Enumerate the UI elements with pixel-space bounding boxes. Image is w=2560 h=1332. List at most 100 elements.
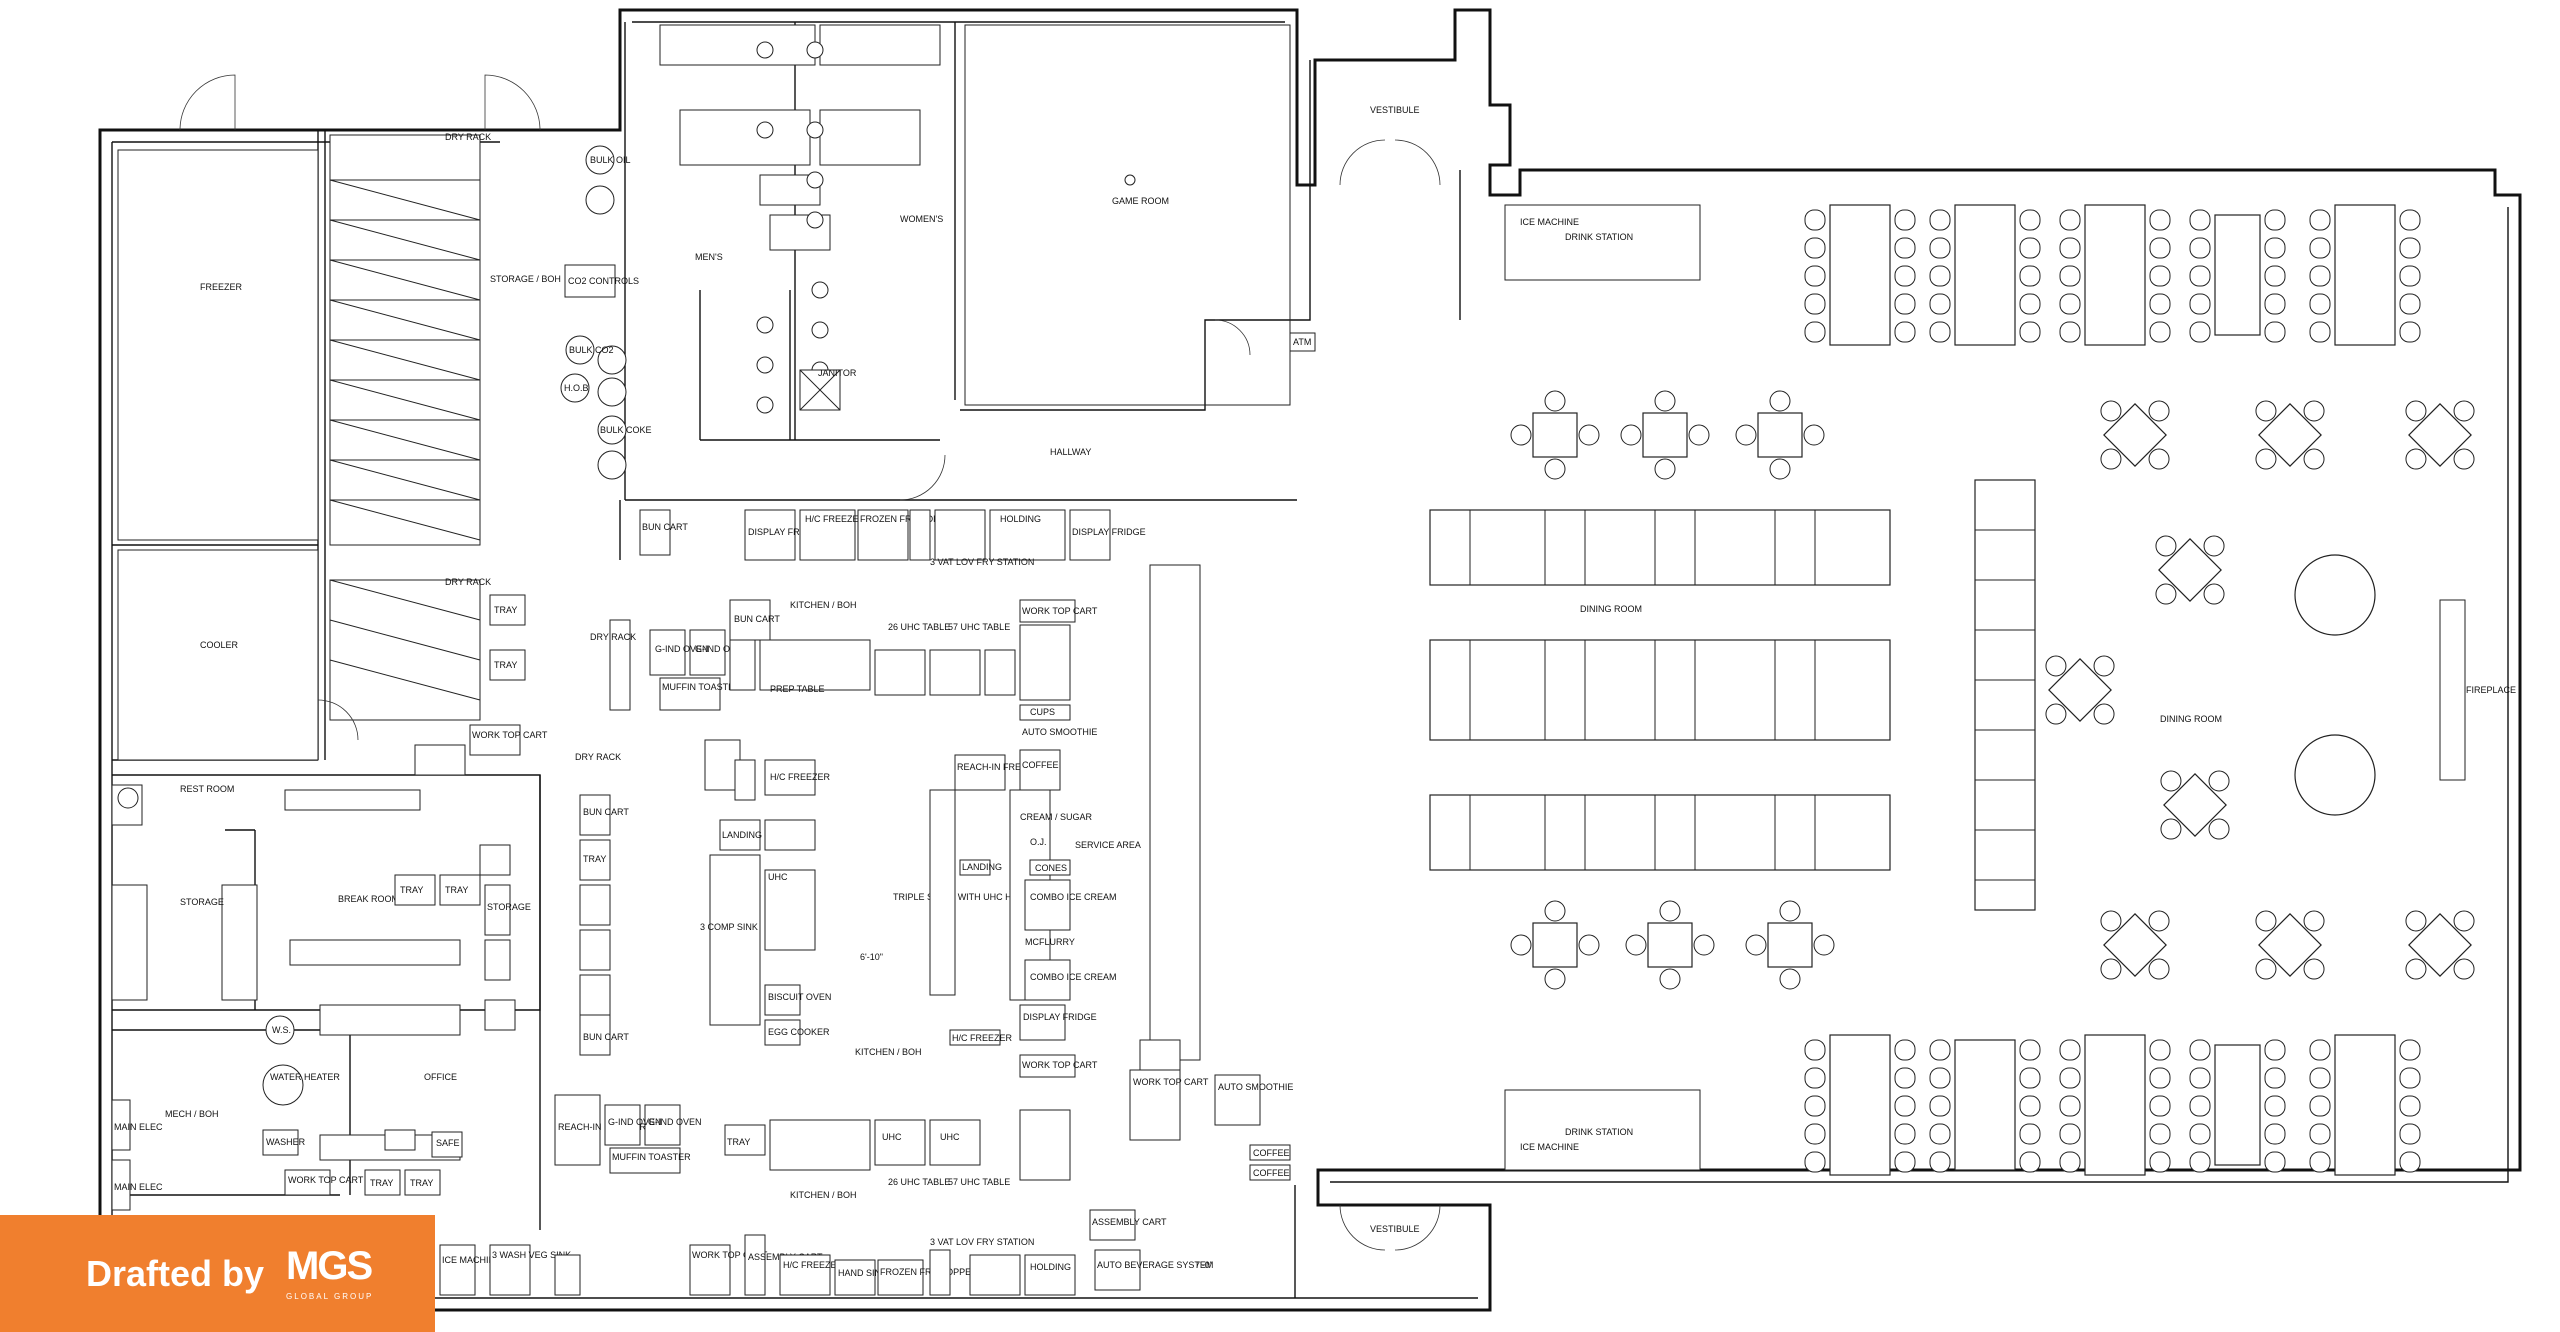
safe-label: SAFE <box>436 1138 460 1148</box>
four-top-tables <box>1510 390 2475 990</box>
dry-rack-label: DRY RACK <box>445 132 491 142</box>
stool <box>1894 1123 1916 1145</box>
stool <box>1804 1095 1826 1117</box>
stool <box>1804 1039 1826 1061</box>
stool <box>2309 237 2331 259</box>
stool <box>2264 209 2286 231</box>
ice-machine-3-label: ICE MACHINE <box>1520 1142 1579 1152</box>
g-ind-oven-3-label: G-IND OVEN <box>608 1117 662 1127</box>
stool <box>2149 237 2171 259</box>
four-top-table <box>1625 900 1715 990</box>
ws-label: W.S. <box>272 1025 291 1035</box>
stool <box>2264 237 2286 259</box>
wash-sink-label: 3 WASH VEG SINK <box>492 1250 571 1260</box>
kitchen-boh-bottom-label: KITCHEN / BOH <box>790 1190 857 1200</box>
service-area-label: SERVICE AREA <box>1075 840 1141 850</box>
co2-controls-label: CO2 CONTROLS <box>568 276 639 286</box>
four-top-table <box>2160 770 2230 840</box>
stool <box>2189 209 2211 231</box>
stool <box>2309 265 2331 287</box>
dry-rack-4-label: DRY RACK <box>575 752 621 762</box>
four-top-table <box>2100 400 2170 470</box>
stool <box>1894 1095 1916 1117</box>
stool <box>1894 265 1916 287</box>
uhc-57-label: 57 UHC TABLE <box>948 622 1010 632</box>
four-top-table <box>1735 390 1825 480</box>
dining-drink-stations: ICE MACHINE DRINK STATION ICE MACHINE DR… <box>1504 204 1701 1171</box>
work-top-cart-6-label: WORK TOP CART <box>288 1175 364 1185</box>
stools <box>1804 209 2421 1173</box>
stool <box>2059 237 2081 259</box>
atm-label: ATM <box>1293 337 1311 347</box>
stool <box>2059 209 2081 231</box>
cooler-label: COOLER <box>200 640 239 650</box>
mens-label: MEN'S <box>695 252 723 262</box>
work-top-cart-3-label: WORK TOP CART <box>692 1250 768 1260</box>
tray-3-label: TRAY <box>583 854 606 864</box>
dining-room-left-label: DINING ROOM <box>1580 604 1642 614</box>
frozen-fry-hopper-2-label: FROZEN FRY HOPPER <box>880 1267 978 1277</box>
drafted-by-badge: Drafted by MGS GLOBAL GROUP <box>0 1215 435 1332</box>
drink-station-label: DRINK STATION <box>1565 232 1633 242</box>
tray-4-label: TRAY <box>727 1137 750 1147</box>
uhc-26-2-label: 26 UHC TABLE <box>888 1177 950 1187</box>
stool <box>2399 1095 2421 1117</box>
bun-cart-label: BUN CART <box>642 522 688 532</box>
stool <box>2309 1067 2331 1089</box>
stool <box>2149 321 2171 343</box>
dim-70-label: 7'-0" <box>1195 1260 1213 1270</box>
stool <box>2019 1067 2041 1089</box>
rest-room-label: REST ROOM <box>180 784 234 794</box>
tray-5-label: TRAY <box>400 885 423 895</box>
bun-cart-4-label: BUN CART <box>583 1032 629 1042</box>
stool <box>2264 1095 2286 1117</box>
stool <box>2189 237 2211 259</box>
washer-label: WASHER <box>266 1137 306 1147</box>
kitchen-top-line: BUN CART DISPLAY FRIDGE H/C FREEZER FROZ… <box>639 509 1146 641</box>
stool <box>2309 1095 2331 1117</box>
four-top-table <box>1620 390 1710 480</box>
stool <box>2399 293 2421 315</box>
stool <box>2399 321 2421 343</box>
stool <box>2059 293 2081 315</box>
stool <box>1804 293 1826 315</box>
stool <box>1804 1067 1826 1089</box>
stool <box>2019 265 2041 287</box>
vestibule-top-label: VESTIBULE <box>1370 105 1420 115</box>
stool <box>2399 1151 2421 1173</box>
womens-label: WOMEN'S <box>900 214 943 224</box>
stool <box>1804 237 1826 259</box>
dry-rack-label-2: DRY RACK <box>445 577 491 587</box>
g-ind-oven-label: G-IND OVEN <box>655 644 709 654</box>
fireplace: FIREPLACE <box>2439 599 2516 781</box>
muffin-toaster-2-label: MUFFIN TOASTER <box>612 1152 691 1162</box>
uhc-2-label: UHC <box>882 1132 902 1142</box>
stool <box>2019 1151 2041 1173</box>
frozen-fry-hopper-label: FROZEN FRY HOPPER <box>860 514 958 524</box>
stool <box>2149 209 2171 231</box>
stool <box>2309 293 2331 315</box>
dry-rack-3-label: DRY RACK <box>590 632 636 642</box>
dim-610-label: 6'-10" <box>860 952 883 962</box>
stool <box>2264 1039 2286 1061</box>
stool <box>2019 1095 2041 1117</box>
stool <box>2399 1067 2421 1089</box>
hallway-label: HALLWAY <box>1050 447 1091 457</box>
stool <box>2264 1151 2286 1173</box>
stool <box>2309 321 2331 343</box>
round-tables <box>2294 554 2376 816</box>
auto-smoothie-2-label: AUTO SMOOTHIE <box>1218 1082 1293 1092</box>
four-top-table <box>2155 535 2225 605</box>
stool <box>2019 237 2041 259</box>
landing-label: LANDING <box>722 830 762 840</box>
coffee-3-label: COFFEE <box>1253 1168 1290 1178</box>
game-room: GAME ROOM HALLWAY ATM VESTIBULE <box>964 24 1420 457</box>
doors <box>179 74 1441 1251</box>
assembly-cart-2-label: ASSEMBLY CART <box>1092 1217 1167 1227</box>
combo-ice-cream-label: COMBO ICE CREAM <box>1030 892 1117 902</box>
vestibule-bottom-label: VESTIBULE <box>1370 1224 1420 1234</box>
hand-sink-label: HAND SINK <box>838 1268 887 1278</box>
stool <box>2059 265 2081 287</box>
hc-freezer-4-label: H/C FREEZER <box>783 1260 844 1270</box>
main-elec-2-label: MAIN ELEC <box>114 1182 163 1192</box>
